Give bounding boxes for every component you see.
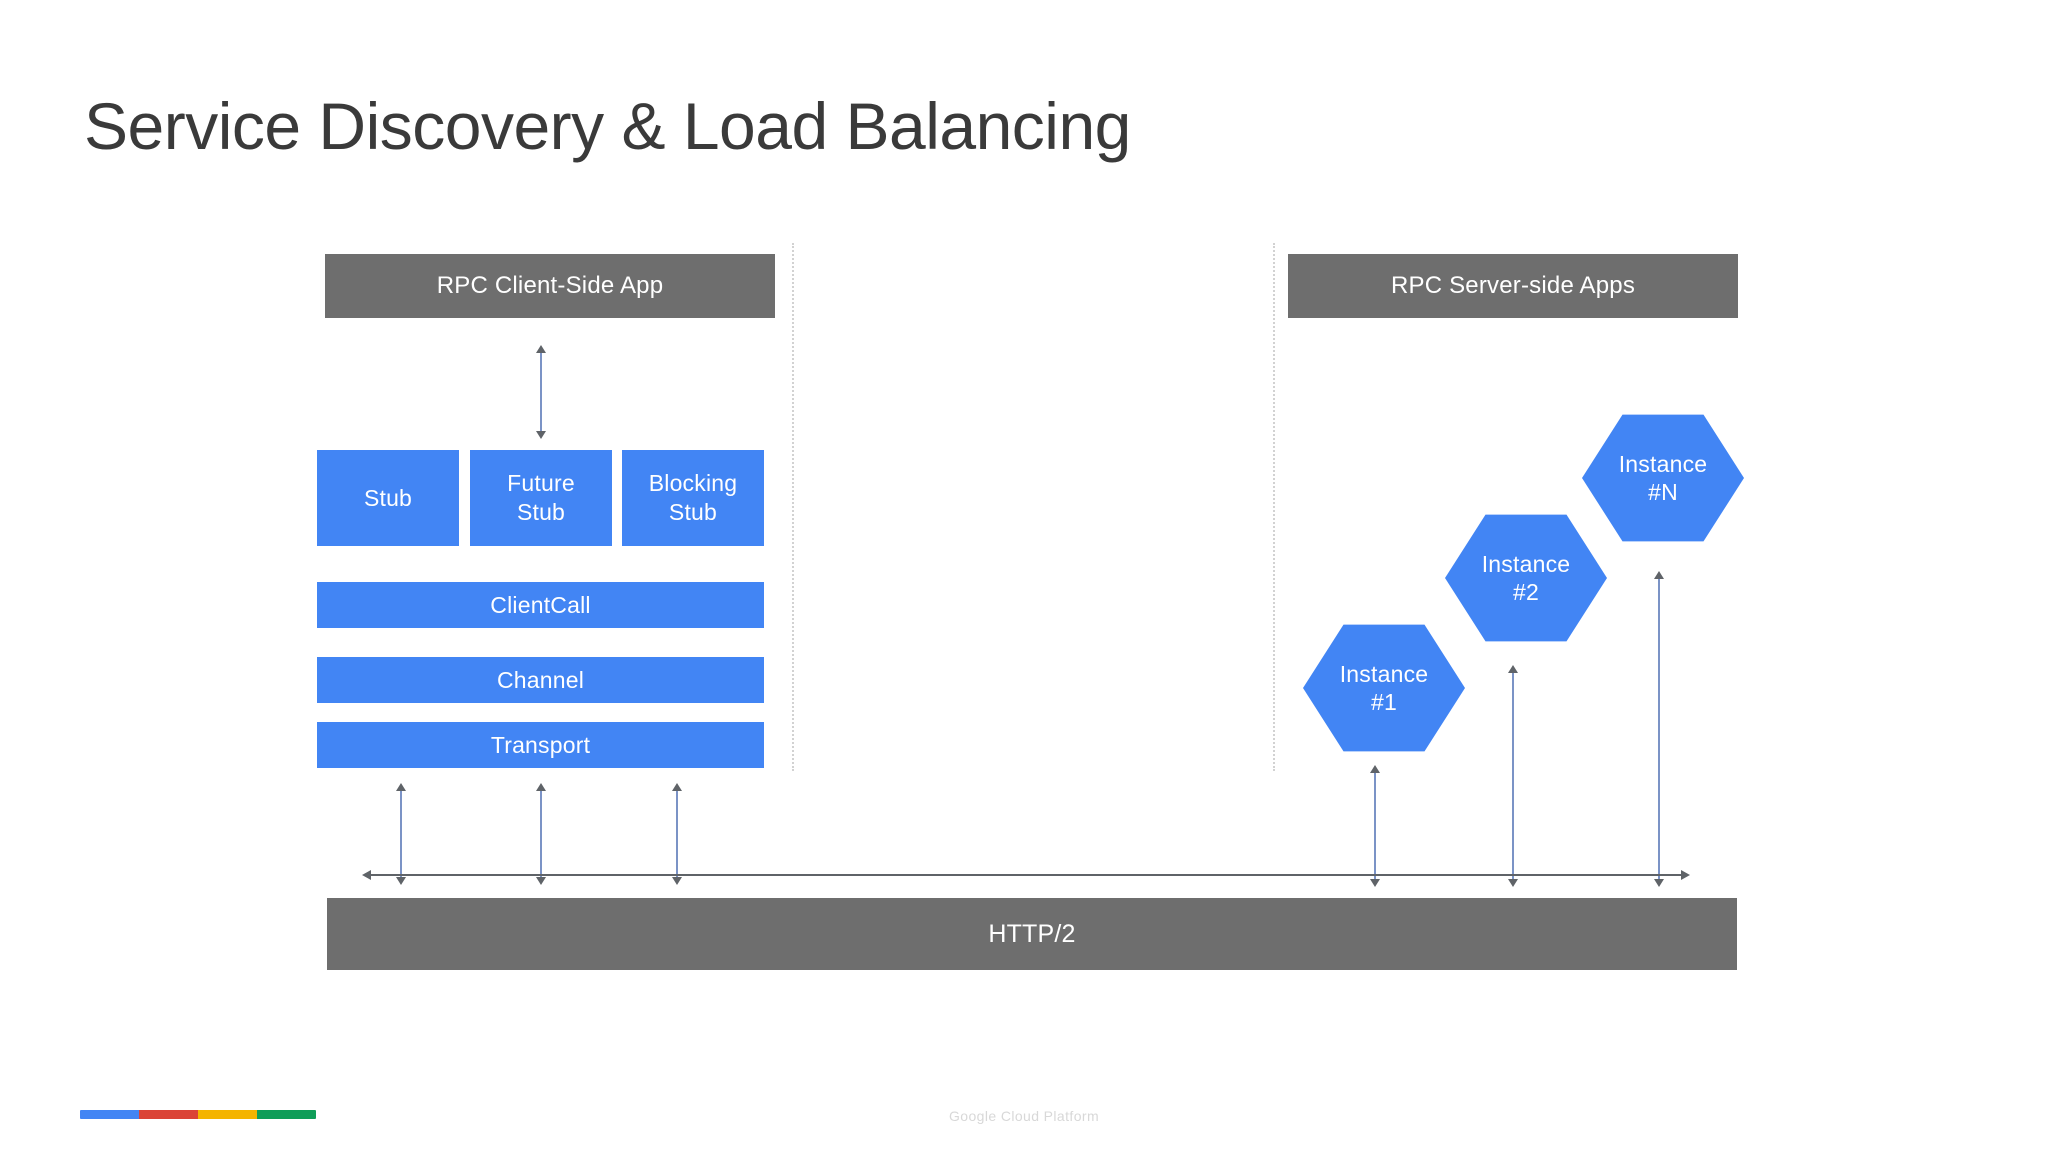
http2-transport-bar: HTTP/2 [327, 898, 1737, 970]
client-zone-divider [792, 243, 794, 771]
layer-bar-clientcall: ClientCall [317, 582, 764, 628]
server-instance-hexagon-2: Instance#2 [1445, 514, 1607, 642]
stub-box-stub: Stub [317, 450, 459, 546]
server-zone-divider [1273, 243, 1275, 771]
logo-segment-green [257, 1110, 316, 1119]
logo-segment-yellow [198, 1110, 257, 1119]
footer-brand-label: Google Cloud Platform [948, 1108, 1100, 1124]
arrow-transport-to-http2-2 [540, 790, 542, 878]
logo-segment-red [139, 1110, 198, 1119]
arrow-transport-to-http2-3 [676, 790, 678, 878]
layer-bar-transport: Transport [317, 722, 764, 768]
arrow-instance1-to-http2 [1374, 772, 1376, 880]
arrow-client-server-span [370, 874, 1682, 876]
google-logo-bar [80, 1110, 316, 1119]
logo-segment-blue [80, 1110, 139, 1119]
layer-bar-channel: Channel [317, 657, 764, 703]
arrow-app-to-stub [540, 352, 542, 432]
rpc-server-side-apps-bar: RPC Server-side Apps [1288, 254, 1738, 318]
arrow-instanceN-to-http2 [1658, 578, 1660, 880]
server-instance-hexagon-n: Instance#N [1582, 414, 1744, 542]
server-instance-hexagon-1: Instance#1 [1303, 624, 1465, 752]
rpc-client-side-app-bar: RPC Client-Side App [325, 254, 775, 318]
page-title: Service Discovery & Load Balancing [84, 89, 1131, 163]
arrow-instance2-to-http2 [1512, 672, 1514, 880]
arrow-transport-to-http2-1 [400, 790, 402, 878]
